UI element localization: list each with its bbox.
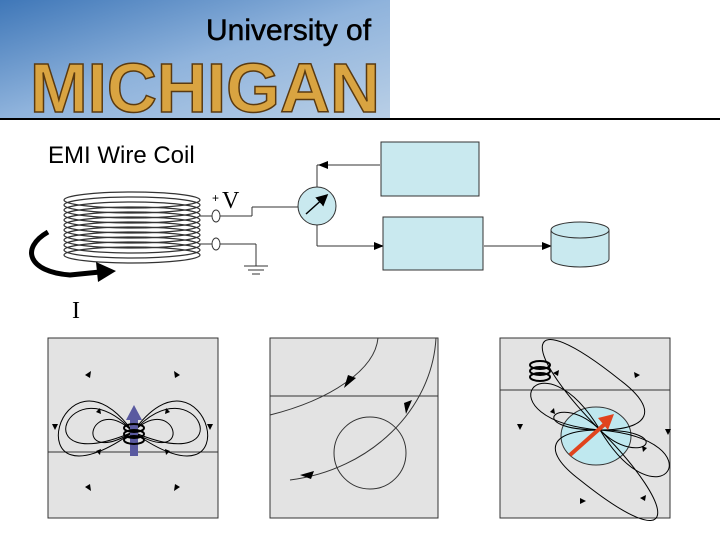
banner-divider xyxy=(0,118,720,120)
induced-moment-arrow xyxy=(568,421,608,457)
panel-induced-field xyxy=(499,337,671,521)
processor-box xyxy=(382,216,484,271)
current-label: I xyxy=(72,298,80,324)
storage-cylinder xyxy=(550,221,610,268)
university-of-michigan-banner: University of MICHIGAN xyxy=(0,0,390,118)
svg-text:+: + xyxy=(212,191,219,205)
banner-line1: University of xyxy=(206,14,372,47)
voltage-label: V xyxy=(222,188,240,214)
current-arrow xyxy=(29,229,101,278)
wire-coil xyxy=(63,191,201,264)
banner-line2: MICHIGAN xyxy=(30,49,380,118)
panel-loop-field xyxy=(269,337,439,519)
display-box xyxy=(380,141,480,197)
current-arrowhead xyxy=(96,262,116,282)
meter xyxy=(297,186,337,226)
slide-title: EMI Wire Coil xyxy=(48,142,195,169)
panel-coil-field xyxy=(47,337,219,519)
coil-terminals xyxy=(200,206,298,275)
